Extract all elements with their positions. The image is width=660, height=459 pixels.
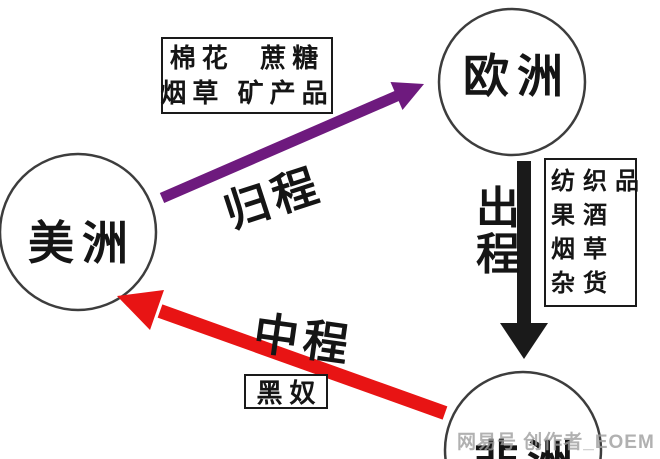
middle-goods-text: 黑奴 xyxy=(256,378,323,408)
outbound-route-arrow-head xyxy=(500,323,548,359)
europe-circle xyxy=(437,7,587,157)
outbound-goods-row: 杂货 xyxy=(551,270,615,297)
middle-route-arrow-shaft xyxy=(157,304,448,420)
outbound-goods-box: 纺织品 果酒 烟草 杂货 xyxy=(544,158,647,307)
europe-node-label: 欧洲 xyxy=(463,50,571,102)
africa-node-label: 非洲 xyxy=(447,426,599,459)
return-route-arrow-head xyxy=(390,82,424,110)
return-route-arrow-shaft xyxy=(159,89,402,204)
watermark-text: 网易号 创作者_EOEM xyxy=(457,432,655,453)
americas-circle xyxy=(0,152,158,312)
middle-goods-box: 黑奴 xyxy=(244,374,328,409)
middle-route-label: 中程 xyxy=(250,307,357,372)
return-goods-box: 棉花 蔗糖 烟草 矿产品 xyxy=(160,37,334,114)
middle-route-arrow-head xyxy=(117,290,164,330)
return-goods-line2: 烟草 矿产品 xyxy=(160,77,334,108)
africa-circle xyxy=(443,370,603,459)
outbound-goods-row: 烟草 xyxy=(551,236,615,263)
return-goods-line1: 棉花 蔗糖 xyxy=(169,42,325,73)
americas-node-label: 美洲 xyxy=(28,217,136,269)
outbound-route-label: 出程 xyxy=(476,184,520,279)
outbound-goods-row: 果酒 xyxy=(551,202,615,229)
outbound-goods-row: 纺织品 xyxy=(551,168,647,195)
